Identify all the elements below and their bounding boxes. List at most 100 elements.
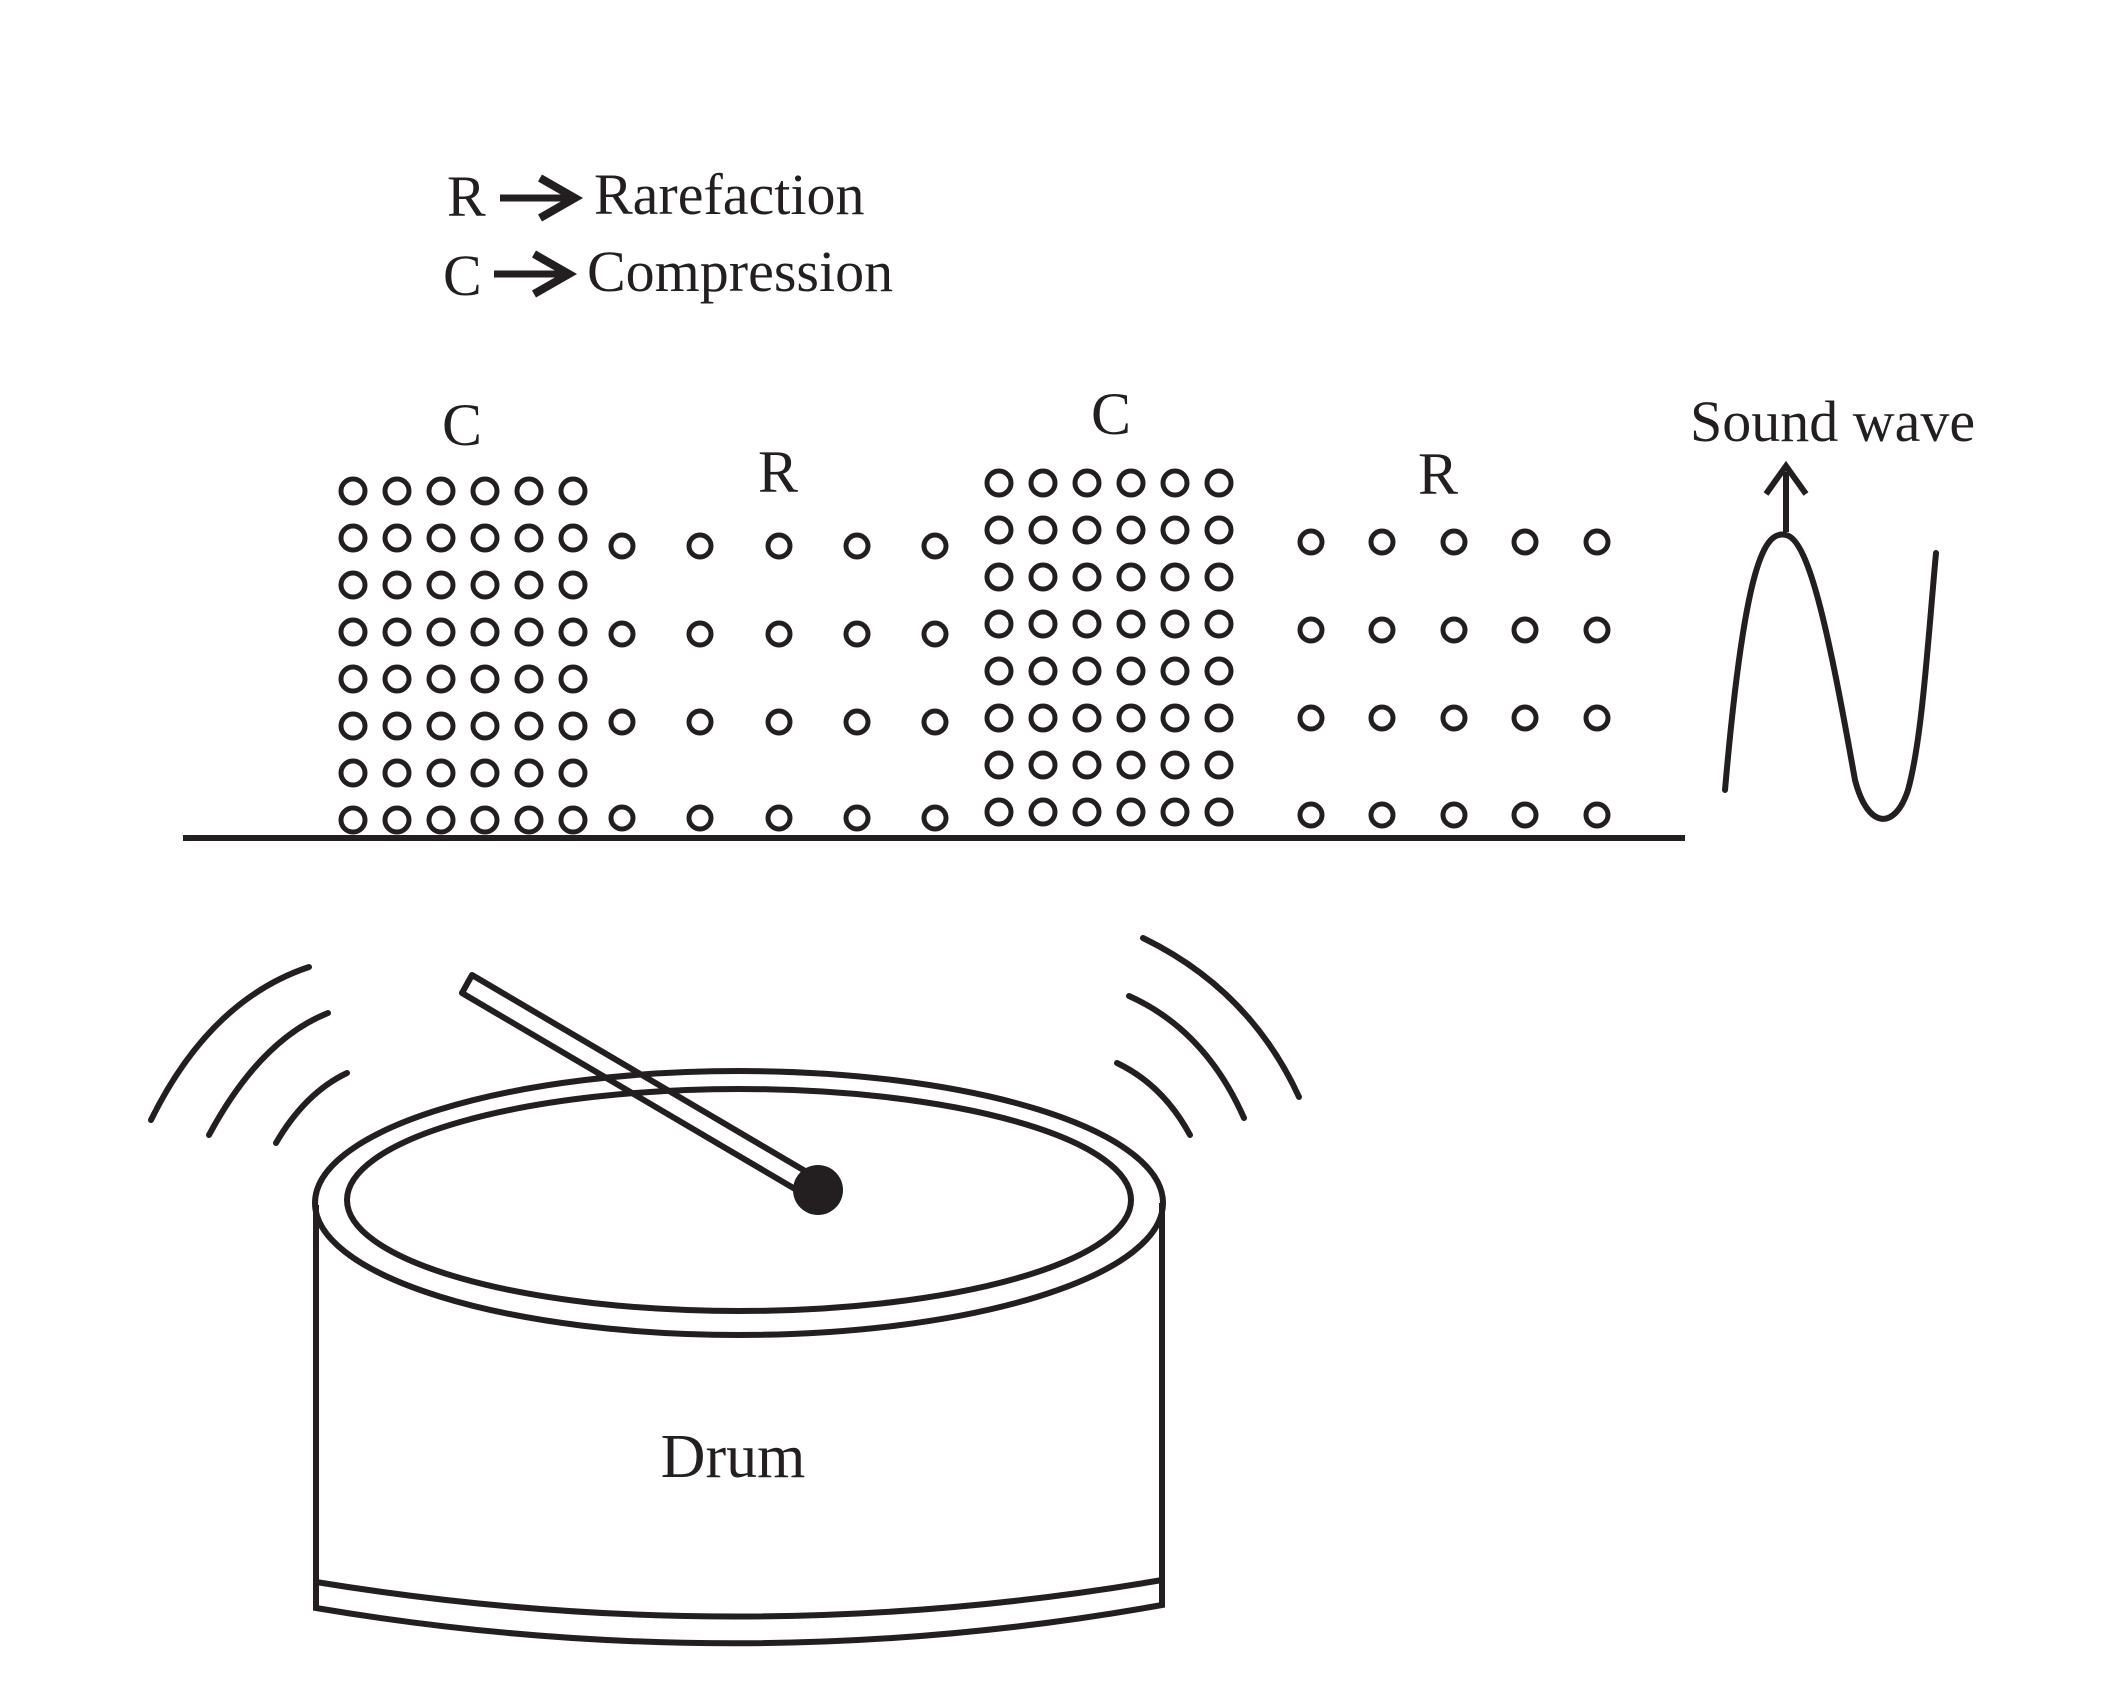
legend: R Rarefaction C Compression bbox=[443, 162, 893, 308]
region-label-4: R bbox=[1418, 441, 1458, 507]
particle bbox=[558, 617, 588, 647]
particle bbox=[470, 664, 500, 694]
particle bbox=[921, 804, 949, 832]
particle bbox=[338, 476, 368, 506]
particle bbox=[1204, 515, 1234, 545]
particle bbox=[1160, 703, 1190, 733]
region-label-2: R bbox=[758, 439, 798, 505]
particle bbox=[1116, 656, 1146, 686]
drum-bottom-rim bbox=[315, 1577, 1163, 1620]
region-label-3: C bbox=[1091, 381, 1131, 447]
particle bbox=[686, 620, 714, 648]
sound-wave-curve bbox=[1722, 531, 1939, 822]
particle bbox=[608, 804, 636, 832]
particle bbox=[1160, 750, 1190, 780]
particle bbox=[765, 620, 793, 648]
particle bbox=[1440, 616, 1468, 644]
particle bbox=[558, 523, 588, 553]
particle bbox=[1028, 468, 1058, 498]
particle bbox=[382, 664, 412, 694]
particle bbox=[338, 664, 368, 694]
particle bbox=[426, 617, 456, 647]
particle bbox=[1204, 562, 1234, 592]
particle bbox=[1116, 797, 1146, 827]
particle bbox=[382, 523, 412, 553]
particle bbox=[843, 532, 871, 560]
legend-c-arrow-icon bbox=[494, 250, 578, 298]
drumstick bbox=[459, 972, 843, 1215]
particle bbox=[1116, 750, 1146, 780]
particle bbox=[984, 609, 1014, 639]
particle bbox=[382, 711, 412, 741]
particle bbox=[1368, 704, 1396, 732]
particle bbox=[843, 620, 871, 648]
vibration-arcs-right bbox=[1114, 935, 1302, 1138]
particle bbox=[1028, 703, 1058, 733]
particle bbox=[382, 476, 412, 506]
particle bbox=[426, 711, 456, 741]
particle bbox=[1583, 704, 1611, 732]
sound-wave-up-arrow-icon bbox=[1763, 460, 1809, 532]
particle bbox=[338, 758, 368, 788]
particle bbox=[514, 476, 544, 506]
particle bbox=[514, 805, 544, 835]
particle bbox=[1160, 609, 1190, 639]
particle bbox=[984, 468, 1014, 498]
particle bbox=[608, 532, 636, 560]
particle bbox=[1511, 616, 1539, 644]
particle bbox=[1297, 704, 1325, 732]
particle bbox=[426, 758, 456, 788]
particle bbox=[514, 523, 544, 553]
particle bbox=[470, 805, 500, 835]
particle bbox=[1368, 616, 1396, 644]
particle bbox=[1072, 468, 1102, 498]
particle bbox=[1160, 515, 1190, 545]
particle bbox=[1204, 656, 1234, 686]
particle bbox=[470, 570, 500, 600]
particle bbox=[1072, 609, 1102, 639]
particle bbox=[1160, 797, 1190, 827]
particle bbox=[1116, 562, 1146, 592]
legend-c-meaning: Compression bbox=[587, 239, 893, 304]
particle bbox=[338, 711, 368, 741]
particle bbox=[984, 656, 1014, 686]
legend-c-symbol: C bbox=[443, 243, 482, 308]
particle bbox=[1583, 528, 1611, 556]
particle bbox=[1440, 528, 1468, 556]
particle bbox=[1204, 468, 1234, 498]
particle bbox=[338, 617, 368, 647]
particle bbox=[426, 805, 456, 835]
particle bbox=[1511, 801, 1539, 829]
particle bbox=[382, 758, 412, 788]
particle bbox=[1072, 562, 1102, 592]
drum-outer-rim bbox=[312, 1068, 1166, 1338]
particle bbox=[921, 708, 949, 736]
particle bbox=[686, 708, 714, 736]
particle bbox=[1028, 656, 1058, 686]
sound-wave-label: Sound wave bbox=[1690, 389, 1975, 454]
particle bbox=[1204, 750, 1234, 780]
particle bbox=[686, 804, 714, 832]
particle bbox=[765, 804, 793, 832]
particle bbox=[1116, 703, 1146, 733]
particle bbox=[921, 532, 949, 560]
compression-particles-2 bbox=[984, 468, 1234, 827]
particle bbox=[1160, 468, 1190, 498]
particle bbox=[1204, 797, 1234, 827]
particle bbox=[338, 523, 368, 553]
particle bbox=[984, 797, 1014, 827]
particle bbox=[514, 664, 544, 694]
drum-body bbox=[313, 1203, 1165, 1647]
particle bbox=[558, 711, 588, 741]
particle bbox=[1368, 528, 1396, 556]
particle bbox=[426, 476, 456, 506]
particle bbox=[338, 805, 368, 835]
particle bbox=[984, 750, 1014, 780]
particle bbox=[1511, 704, 1539, 732]
particle bbox=[1160, 656, 1190, 686]
particle bbox=[1072, 797, 1102, 827]
drum: Drum bbox=[312, 972, 1166, 1647]
particle bbox=[843, 708, 871, 736]
